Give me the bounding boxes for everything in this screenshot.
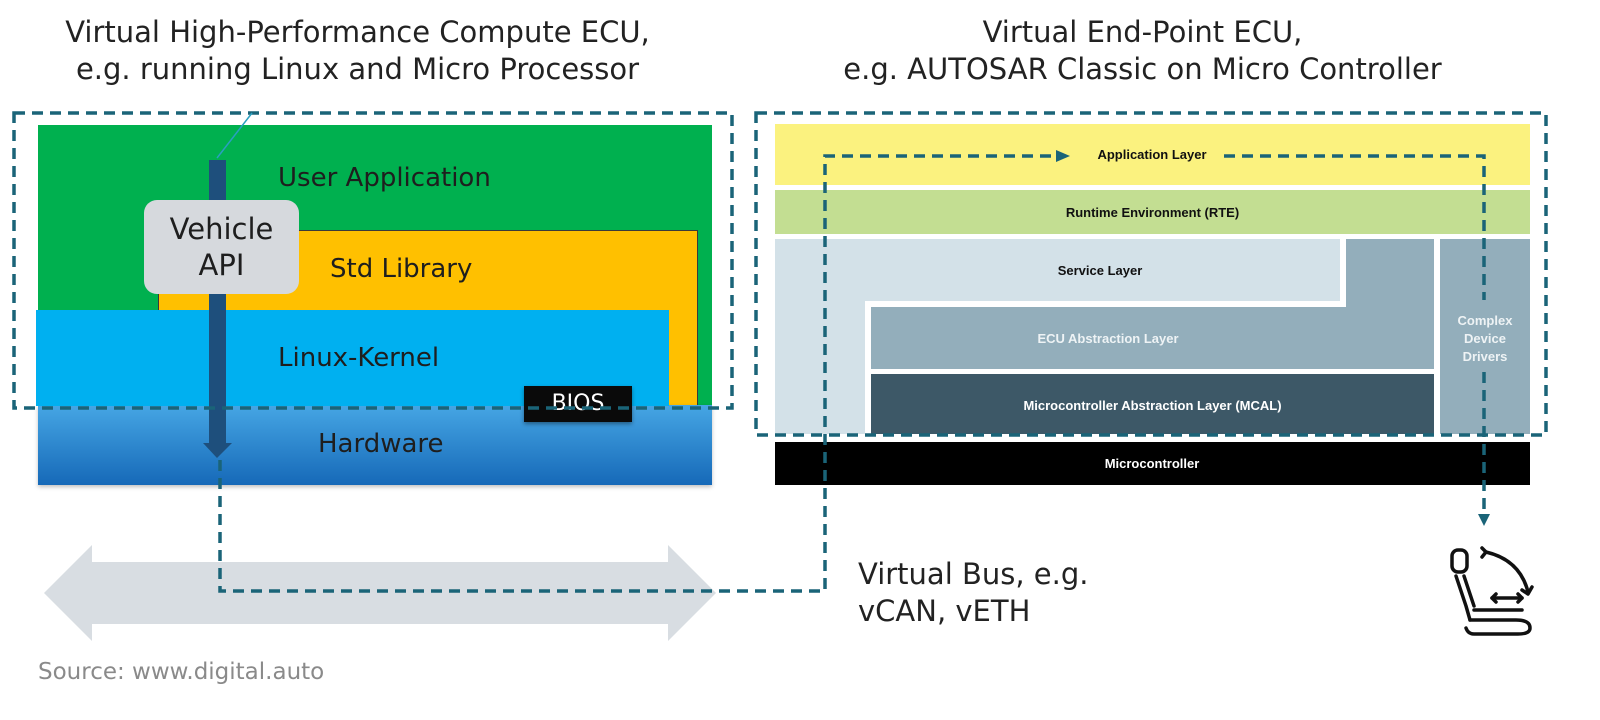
mcal-layer bbox=[871, 374, 1434, 434]
user-application-label: User Application bbox=[278, 163, 491, 193]
mcal-label: Microcontroller Abstraction Layer (MCAL) bbox=[1023, 398, 1282, 413]
ecu-abstraction-label: ECU Abstraction Layer bbox=[1037, 331, 1179, 346]
rte-label: Runtime Environment (RTE) bbox=[1065, 205, 1240, 220]
microcontroller-layer bbox=[775, 442, 1530, 485]
service-layer-left-strip bbox=[775, 239, 865, 434]
service-layer-label: Service Layer bbox=[1057, 263, 1143, 278]
service-layer bbox=[775, 239, 1340, 301]
microcontroller-label: Microcontroller bbox=[1104, 456, 1200, 471]
bus-signal-path bbox=[218, 154, 1058, 593]
car-seat-icon bbox=[1450, 546, 1534, 636]
right-title: Virtual End-Point ECU, e.g. AUTOSAR Clas… bbox=[843, 15, 1442, 86]
ecu-abstraction-layer bbox=[871, 307, 1434, 369]
actuator-signal-path bbox=[1224, 154, 1486, 300]
vehicle-api-box: Vehicle API bbox=[144, 200, 299, 294]
source-caption: Source: www.digital.auto bbox=[38, 659, 325, 685]
endpoint-ecu-boundary bbox=[754, 111, 1548, 437]
complex-device-drivers-layer bbox=[1440, 239, 1530, 434]
std-library-label: Std Library bbox=[330, 254, 473, 284]
left-title: Virtual High-Performance Compute ECU, e.… bbox=[65, 15, 650, 86]
rte-layer bbox=[775, 190, 1530, 234]
application-layer-label: Application Layer bbox=[1097, 147, 1207, 162]
bios-block: BIOS bbox=[524, 386, 632, 422]
complex-device-drivers-label: Complex Device Drivers bbox=[1457, 313, 1513, 364]
linux-kernel-label: Linux-Kernel bbox=[278, 343, 440, 373]
bios-label: BIOS bbox=[551, 391, 605, 416]
hpc-ecu-boundary bbox=[12, 111, 734, 410]
hardware-label: Hardware bbox=[318, 429, 444, 459]
virtual-bus-label: Virtual Bus, e.g. vCAN, vETH bbox=[858, 557, 1089, 628]
